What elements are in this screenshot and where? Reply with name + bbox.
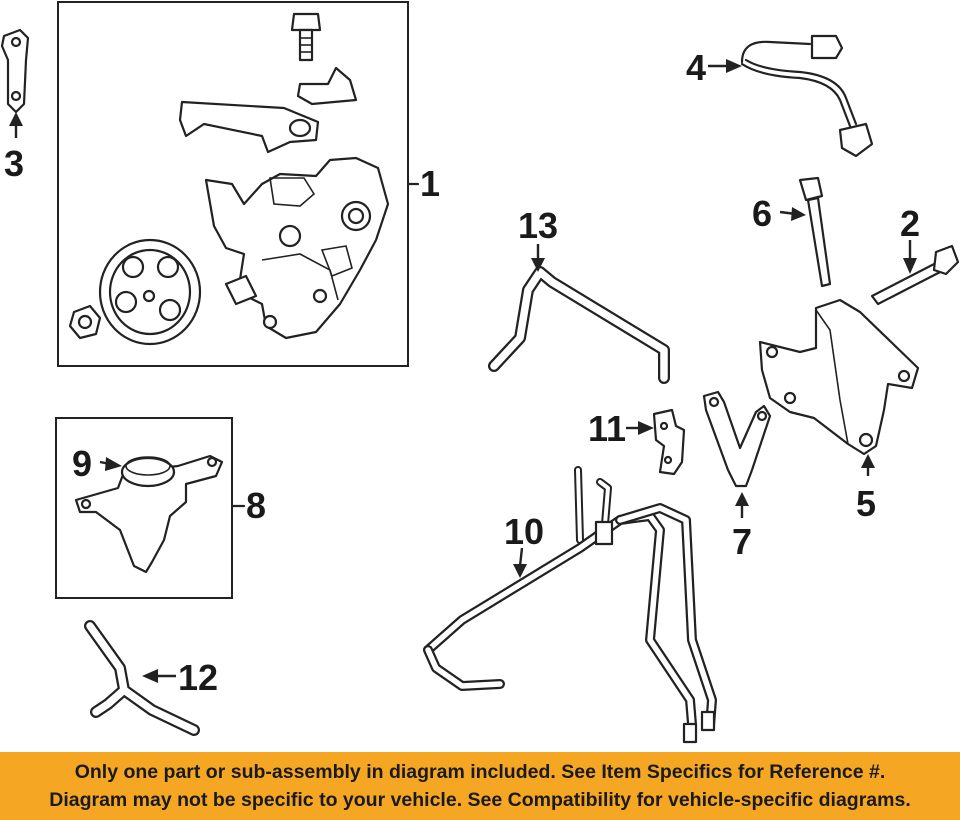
disclaimer-line-2: Diagram may not be specific to your vehi… [49,789,911,811]
callout-6: 6 [752,193,772,234]
callout-5: 5 [856,483,876,524]
part-13-return-hose [488,266,670,384]
part-7-bracket [702,390,772,488]
callout-11: 11 [588,408,626,449]
power-steering-pump [68,12,390,346]
callout-8: 8 [246,485,266,526]
disclaimer-line-1: Only one part or sub-assembly in diagram… [74,761,886,783]
callout-2: 2 [900,203,920,244]
part-6-bolt [798,176,832,288]
part-5-pump-bracket [758,298,920,456]
part-8-reservoir [74,454,224,574]
callout-10-arrow [518,547,524,567]
callout-13: 13 [518,205,558,246]
callout-12: 12 [178,657,218,698]
callout-4: 4 [686,47,706,88]
reservoir-group-box [55,417,233,599]
part-11-clip [652,408,686,476]
parts-diagram: 1 3 [0,1,960,744]
disclaimer-banner: Only one part or sub-assembly in diagram… [0,752,960,820]
part-10-pressure-line [423,466,717,744]
part-2-bolt [870,244,960,306]
part-12-suction-hose [84,620,200,736]
callout-3: 3 [4,143,24,184]
callout-1: 1 [420,163,440,204]
part-3-bracket [0,28,30,114]
callout-9: 9 [72,443,92,484]
callout-7: 7 [732,521,752,562]
callout-10: 10 [504,511,544,552]
part-4-pressure-switch-harness [740,34,874,158]
